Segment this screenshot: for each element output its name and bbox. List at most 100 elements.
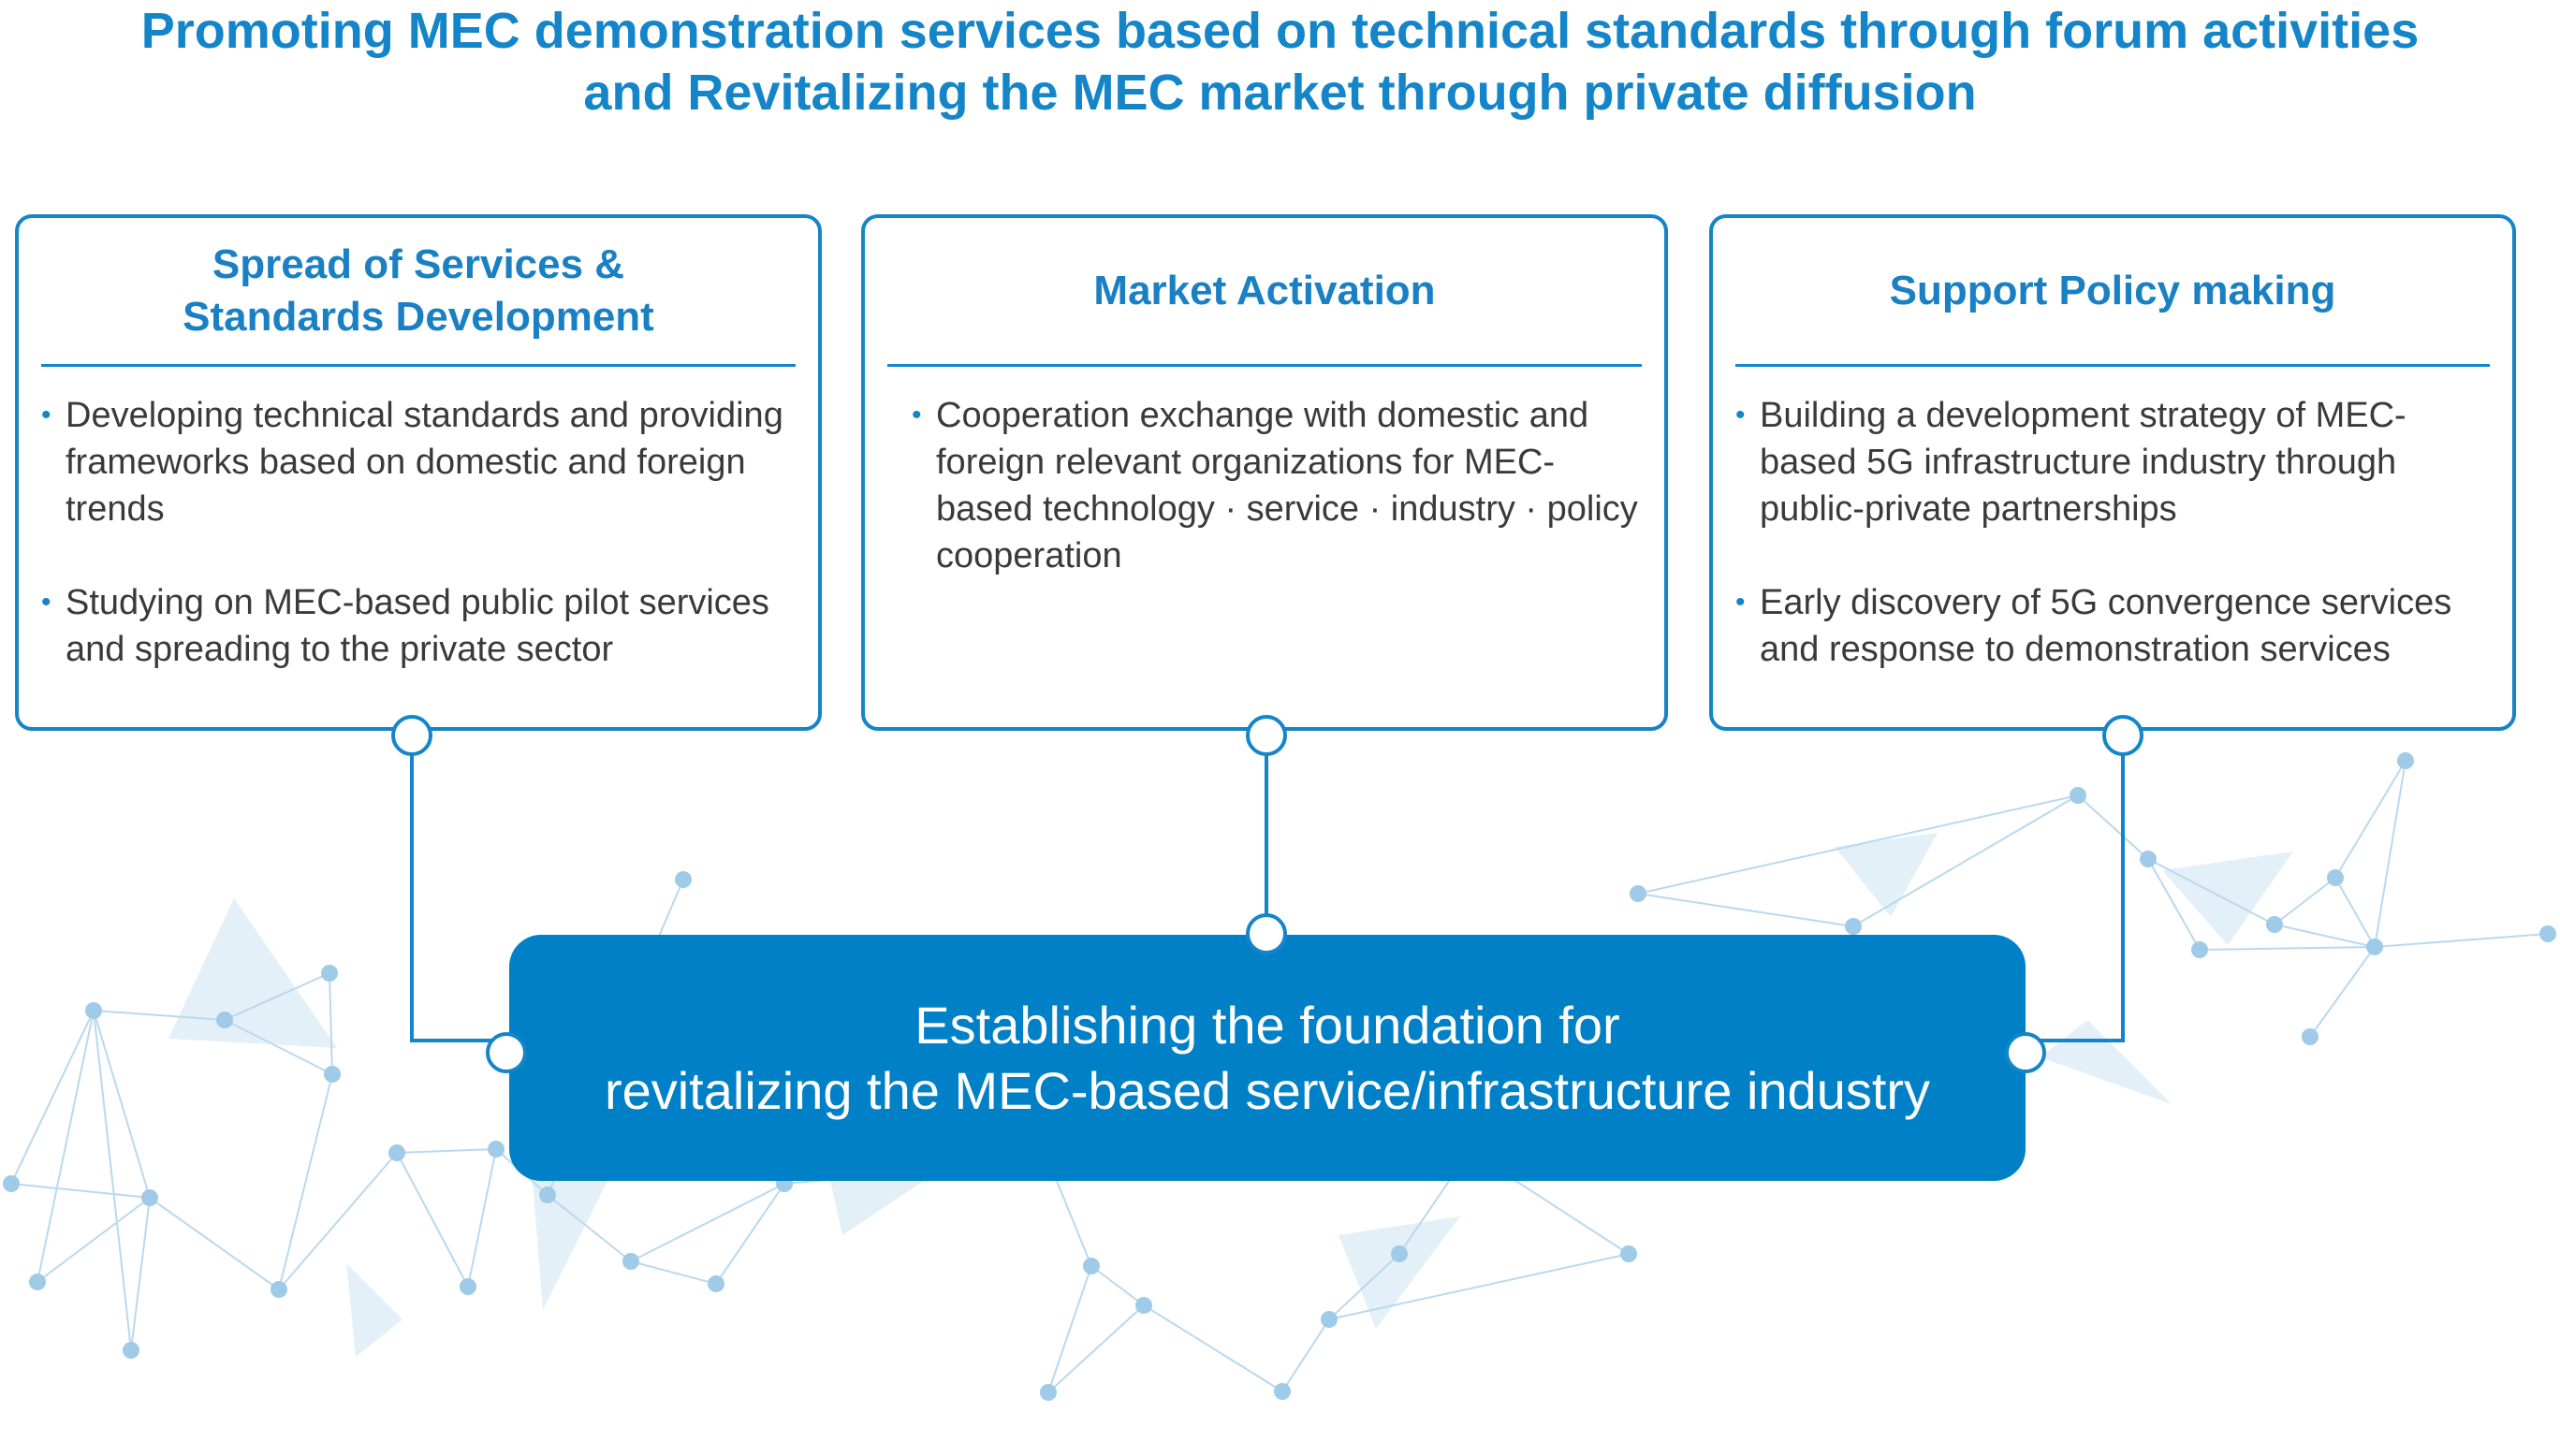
network-node (388, 1144, 405, 1161)
network-shape (2162, 852, 2293, 945)
network-edge (37, 1010, 95, 1283)
network-node (216, 1012, 233, 1028)
network-edge (1637, 893, 1854, 927)
network-edge (1143, 1304, 1283, 1392)
core-goal-line-1: Establishing the foundation for (914, 995, 1620, 1055)
network-edge (278, 1152, 398, 1290)
card-divider (887, 364, 1642, 367)
network-node (2191, 941, 2208, 958)
card-title: Market Activation (865, 218, 1664, 364)
network-node (708, 1275, 724, 1292)
card-divider (1735, 364, 2490, 367)
network-edge (2374, 760, 2406, 948)
network-edge (1637, 794, 2079, 895)
network-edge (467, 1148, 497, 1288)
network-node (2070, 787, 2086, 804)
network-edge (2309, 946, 2376, 1038)
network-node (1321, 1311, 1338, 1328)
card-bullet-list: •Developing technical standards and prov… (41, 392, 799, 720)
network-edge (93, 1010, 132, 1351)
network-node (141, 1189, 158, 1206)
network-node (85, 1002, 102, 1019)
card-title-line-2: Standards Development (183, 294, 654, 340)
card-support-policy-making: Support Policy making •Building a develo… (1709, 214, 2516, 731)
card-title-line-1: Support Policy making (1889, 268, 2336, 313)
network-edge (1047, 1265, 1092, 1393)
network-edge (2077, 794, 2149, 860)
list-item: •Early discovery of 5G convergence servi… (1735, 579, 2494, 673)
network-edge (278, 1073, 333, 1290)
network-edge (547, 1194, 632, 1262)
network-edge (93, 1010, 151, 1199)
network-edge (130, 1197, 151, 1351)
network-edge (396, 1148, 497, 1154)
network-node (1083, 1258, 1100, 1274)
network-edge (630, 1183, 785, 1262)
network-edge (37, 1197, 151, 1283)
network-node (1274, 1383, 1291, 1400)
page-headline: Promoting MEC demonstration services bas… (0, 0, 2560, 124)
network-edge (329, 972, 333, 1075)
network-node (460, 1278, 476, 1295)
network-edge (2147, 858, 2275, 925)
network-node (324, 1066, 341, 1083)
network-shape (1339, 1216, 1460, 1329)
card-bullet-list: •Cooperation exchange with domestic and … (912, 392, 1646, 626)
network-edge (630, 1260, 717, 1285)
network-shape (346, 1263, 402, 1357)
network-edge (715, 1183, 785, 1285)
connector-line (2026, 735, 2125, 1042)
network-edge (1328, 1253, 1630, 1320)
headline-line-1: Promoting MEC demonstration services bas… (140, 3, 2420, 59)
network-edge (1090, 1265, 1145, 1306)
network-node (1845, 918, 1862, 935)
network-node (271, 1281, 287, 1298)
network-edge (93, 1010, 226, 1021)
bullet-icon: • (41, 400, 51, 430)
list-item: •Cooperation exchange with domestic and … (912, 392, 1646, 579)
network-node (3, 1175, 20, 1192)
network-node (675, 871, 692, 888)
card-spread-of-services: Spread of Services & Standards Developme… (15, 214, 822, 731)
network-edge (224, 972, 330, 1021)
network-edge (224, 1019, 333, 1075)
network-shape (168, 898, 337, 1048)
network-edge (1047, 1304, 1145, 1393)
network-node (2539, 925, 2556, 942)
network-edge (149, 1197, 280, 1290)
network-edge (2334, 877, 2376, 948)
network-node (1620, 1245, 1637, 1262)
network-node (123, 1342, 139, 1359)
list-item: •Building a development strategy of MEC-… (1735, 392, 2494, 532)
bullet-icon: • (1735, 587, 1746, 618)
network-node (622, 1253, 639, 1270)
network-node (1040, 1384, 1057, 1401)
card-market-activation: Market Activation •Cooperation exchange … (861, 214, 1668, 731)
network-edge (2274, 924, 2376, 948)
headline-line-2: and Revitalizing the MEC market through … (583, 65, 1977, 121)
network-node (2302, 1028, 2319, 1045)
card-bullet-list: •Building a development strategy of MEC-… (1735, 392, 2494, 720)
card-title-line-1: Market Activation (1093, 268, 1436, 313)
network-edge (1281, 1318, 1330, 1392)
bullet-icon: • (41, 587, 51, 618)
card-divider (41, 364, 796, 367)
network-edge (1328, 1253, 1400, 1320)
network-node (1135, 1297, 1152, 1314)
network-edge (2199, 946, 2376, 951)
connector-line (410, 735, 506, 1042)
network-node (2397, 752, 2414, 769)
network-edge (2147, 858, 2201, 951)
bullet-icon: • (1735, 400, 1746, 430)
network-edge (2274, 877, 2336, 925)
card-title-line-1: Spread of Services & (212, 241, 625, 287)
network-node (2266, 916, 2283, 933)
card-title: Spread of Services & Standards Developme… (19, 218, 818, 364)
network-node (539, 1187, 556, 1203)
network-node (321, 965, 338, 982)
core-goal-line-2: revitalizing the MEC-based service/infra… (604, 1060, 1931, 1120)
network-edge (1852, 794, 2079, 927)
network-node (2140, 851, 2157, 867)
